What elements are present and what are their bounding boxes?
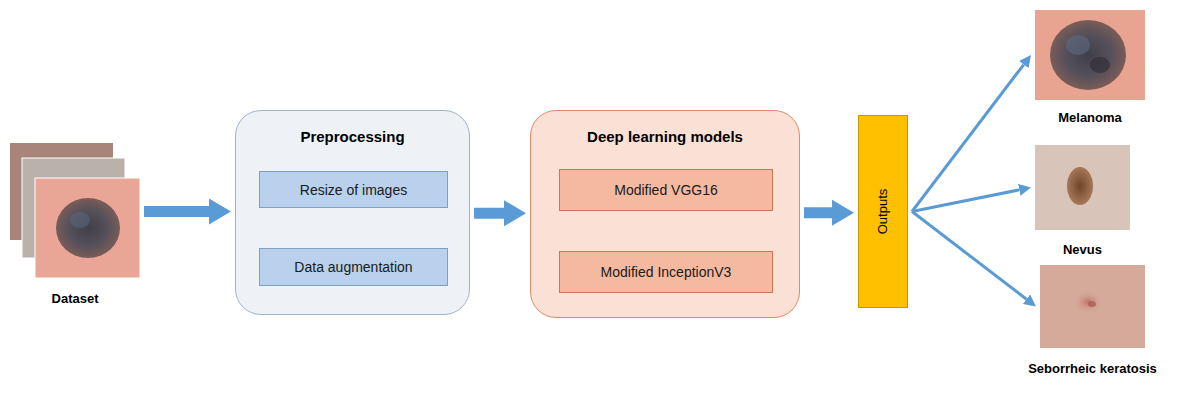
skin-photo: [1035, 145, 1130, 230]
model-box: Modified InceptionV3: [559, 251, 773, 293]
lesion: [1072, 290, 1104, 314]
flow-arrow: [144, 206, 209, 217]
class-image: Melanoma: [1035, 10, 1145, 100]
lesion: [56, 198, 120, 258]
panel-title: Deep learning models: [531, 128, 799, 145]
lesion: [1067, 167, 1093, 205]
output-arrow: [912, 190, 1019, 212]
box-label: Resize of images: [300, 182, 407, 198]
lesion: [1088, 301, 1096, 307]
box-label: Modified VGG16: [614, 182, 718, 198]
flow-arrow: [804, 207, 832, 218]
nevus-image: [1035, 145, 1130, 230]
lesion: [1050, 20, 1126, 90]
dataset-image: Dataset: [10, 143, 140, 278]
image-label: Dataset: [52, 291, 99, 306]
class-image: Nevus: [1035, 145, 1130, 230]
box-label: Data augmentation: [294, 259, 412, 275]
image-label: Melanoma: [1058, 110, 1122, 125]
skin-photo: [1040, 265, 1145, 348]
lesion: [1090, 57, 1110, 73]
output-arrow: [912, 212, 1026, 300]
image-label: Seborrheic keratosis: [1028, 361, 1157, 376]
melanoma-image: [1035, 10, 1145, 100]
model-box: Modified VGG16: [559, 169, 773, 211]
class-image: Seborrheic keratosis: [1040, 265, 1145, 348]
process-box: Resize of images: [259, 171, 448, 208]
seborrheic-keratosis-image: [1040, 265, 1145, 348]
lesion: [70, 212, 90, 228]
lesion: [1066, 35, 1090, 55]
skin-photo: [35, 178, 140, 278]
preprocessing-panel: PreprocessingResize of imagesData augmen…: [235, 110, 470, 315]
dataset-images: [10, 143, 140, 278]
output-arrow: [912, 65, 1024, 212]
flow-arrow: [474, 208, 504, 219]
image-label: Nevus: [1063, 242, 1102, 257]
panel-title: Preprocessing: [236, 128, 469, 145]
outputs-bar: Outputs: [858, 115, 908, 308]
bar-label: Outputs: [876, 189, 891, 235]
skin-photo: [1035, 10, 1145, 100]
model-panel: Deep learning modelsModified VGG16Modifi…: [530, 110, 800, 318]
box-label: Modified InceptionV3: [601, 264, 732, 280]
process-box: Data augmentation: [259, 248, 448, 286]
